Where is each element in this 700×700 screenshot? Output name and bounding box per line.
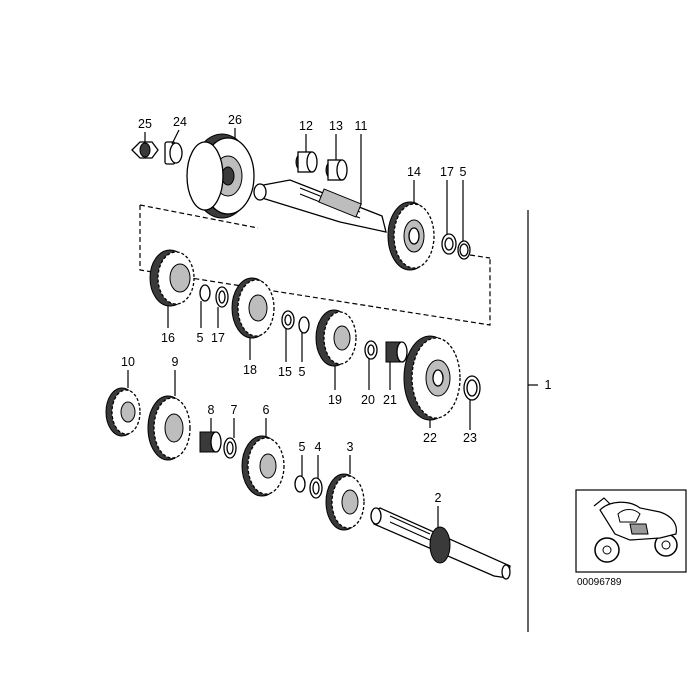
catalog-code: 00096789	[577, 577, 622, 588]
input-shaft-part	[253, 179, 387, 233]
callout-14: 14	[407, 165, 421, 179]
vehicle-thumbnail: 00096789	[575, 489, 687, 588]
callout-4: 4	[315, 440, 322, 454]
circlip-part	[199, 284, 211, 302]
callout-5-bottom: 5	[299, 440, 306, 454]
callout-20: 20	[361, 393, 375, 407]
gear-part	[325, 473, 365, 531]
callout-19: 19	[328, 393, 342, 407]
callout-24: 24	[173, 115, 187, 129]
callout-6: 6	[263, 403, 270, 417]
thrust-washer-part	[281, 310, 295, 330]
needle-bearing-part	[295, 151, 318, 173]
callout-5-middle-right: 5	[299, 365, 306, 379]
needle-bearing-part	[199, 431, 222, 453]
gear-part	[147, 395, 191, 461]
callout-5-top: 5	[460, 165, 467, 179]
clutch-hub-part	[186, 133, 255, 219]
callout-2: 2	[435, 491, 442, 505]
gear-part	[149, 249, 195, 307]
callout-13: 13	[329, 119, 343, 133]
callout-5-middle-left: 5	[197, 331, 204, 345]
callout-18: 18	[243, 363, 257, 377]
thrust-washer-part	[309, 477, 323, 499]
circlip-part	[298, 316, 310, 334]
callout-16: 16	[161, 331, 175, 345]
motorcycle-icon	[593, 497, 678, 563]
callout-26: 26	[228, 113, 242, 127]
thrust-washer-part	[364, 340, 378, 360]
callout-15: 15	[278, 365, 292, 379]
callout-21: 21	[383, 393, 397, 407]
countershaft-group-frame	[139, 204, 491, 326]
circlip-part	[457, 240, 471, 260]
gear-part	[403, 335, 461, 421]
needle-bearing-part	[325, 159, 348, 181]
circlip-part	[294, 475, 306, 493]
callout-leaders	[127, 128, 471, 527]
callout-23: 23	[463, 431, 477, 445]
thrust-washer-part	[463, 375, 481, 401]
callout-3: 3	[347, 440, 354, 454]
assembly-bracket	[527, 210, 538, 632]
gear-part	[231, 277, 275, 339]
callout-1-assembly: 1	[545, 378, 552, 392]
callout-labels: 25 24 26 12 13 11 14 17 5 16 5 17 18 15 …	[121, 113, 551, 505]
callout-8: 8	[208, 403, 215, 417]
lock-washer-part	[164, 141, 183, 165]
thrust-washer-part	[215, 286, 229, 308]
thrust-washer-part	[441, 233, 457, 255]
callout-10: 10	[121, 355, 135, 369]
gear-part	[241, 435, 285, 497]
callout-9: 9	[172, 355, 179, 369]
callout-17-top: 17	[440, 165, 454, 179]
callout-7: 7	[231, 403, 238, 417]
callout-12: 12	[299, 119, 313, 133]
callout-17-middle: 17	[211, 331, 225, 345]
callout-25: 25	[138, 117, 152, 131]
gear-part	[105, 387, 141, 437]
needle-bearing-part	[385, 341, 408, 363]
output-shaft-part	[370, 507, 511, 580]
gear-part	[387, 201, 435, 271]
callout-11: 11	[355, 119, 368, 133]
nut-part	[131, 141, 159, 159]
callout-22: 22	[423, 431, 437, 445]
gear-part	[315, 309, 357, 367]
thrust-washer-part	[223, 437, 237, 459]
